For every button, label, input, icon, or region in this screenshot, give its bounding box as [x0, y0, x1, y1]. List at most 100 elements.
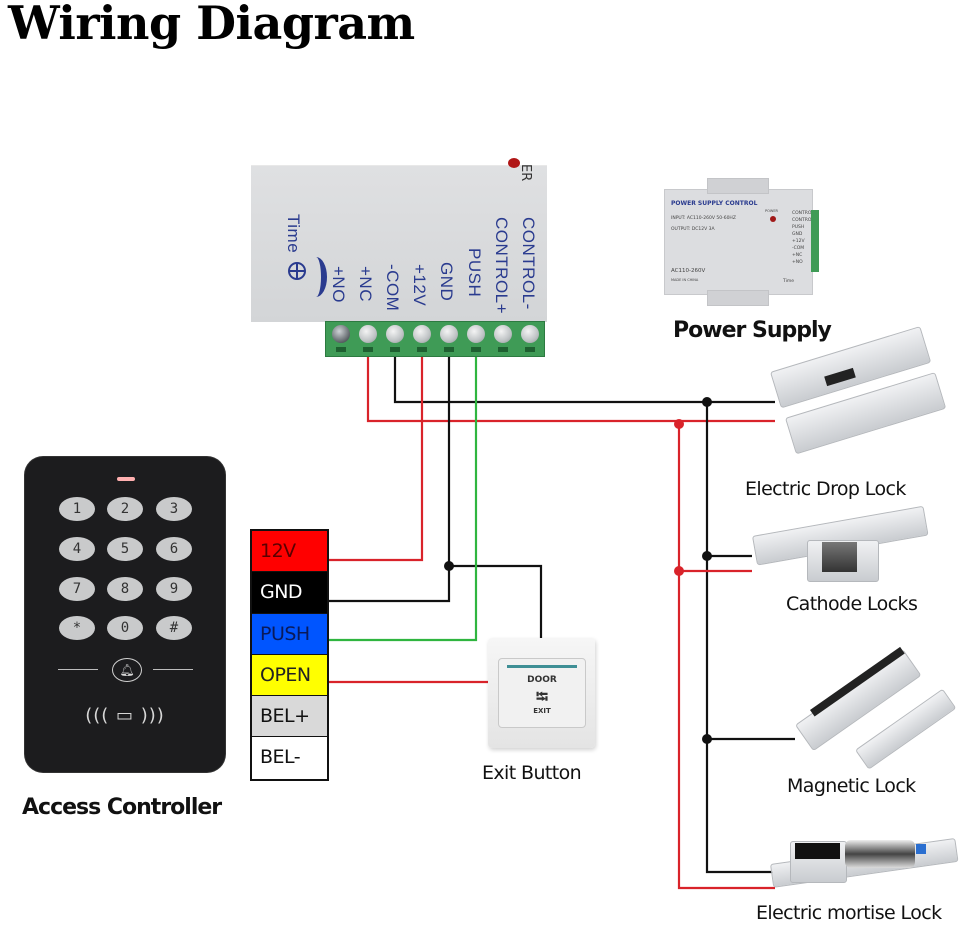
wire-gnd-black [329, 355, 451, 603]
psu-edge-label: ER [518, 164, 533, 182]
electric-drop-lock-label: Electric Drop Lock [745, 478, 906, 500]
terminal-slot [363, 347, 373, 352]
keypad-key[interactable]: * [59, 616, 95, 640]
screw-icon [467, 325, 485, 343]
exit-text: EXIT [533, 707, 551, 715]
junction-dot [702, 734, 712, 744]
psu-thumb-power: POWER [765, 209, 778, 213]
keypad-key[interactable]: 0 [107, 616, 143, 640]
screw-icon [359, 325, 377, 343]
keypad-key[interactable]: 8 [107, 577, 143, 601]
exit-button-device[interactable]: DOOR ⭾ EXIT [488, 638, 595, 748]
indicator-bar [507, 665, 577, 668]
terminal-label-gnd: GND [437, 262, 456, 302]
psu-thumb-terminal: +NC [792, 253, 803, 258]
keypad-key[interactable]: 1 [59, 497, 95, 521]
magnetic-lock-image [795, 646, 957, 770]
terminal-slot [444, 347, 454, 352]
keypad-key[interactable]: 9 [156, 577, 192, 601]
power-supply-thumbnail: POWER SUPPLY CONTROL INPUT: AC110-260V 5… [664, 178, 818, 306]
access-controller-keypad: 1 2 3 4 5 6 7 8 9 * 0 # 🔔︎ ((( ▭ ))) [25, 457, 225, 772]
status-led-icon [117, 477, 135, 481]
time-adjust-knob-icon [288, 262, 306, 280]
electric-mortise-lock-label: Electric mortise Lock [756, 902, 942, 924]
bell-icon[interactable]: 🔔︎ [112, 658, 142, 682]
terminal-label-12v: +12V [410, 264, 429, 307]
keypad-key[interactable]: 4 [59, 537, 95, 561]
wire-com-black [393, 355, 775, 404]
psu-thumb-time: Time [783, 279, 795, 284]
screw-icon [413, 325, 431, 343]
cathode-lock-image [752, 505, 929, 588]
pin-push: PUSH [252, 613, 327, 655]
power-supply-label: Power Supply [673, 318, 832, 343]
power-supply-closeup [251, 165, 547, 322]
pin-bel-minus: BEL- [252, 737, 327, 779]
psu-thumb-terminal-block [811, 210, 819, 272]
divider [153, 669, 193, 670]
power-led-icon [770, 216, 776, 222]
keypad-key[interactable]: 5 [107, 537, 143, 561]
screw-icon [386, 325, 404, 343]
time-arc-icon [305, 257, 327, 297]
pin-bel-plus: BEL+ [252, 696, 327, 738]
junction-dot [674, 566, 684, 576]
junction-dot [702, 397, 712, 407]
wire-gnd-exit-black [449, 564, 543, 638]
terminal-label-com: -COM [383, 264, 402, 312]
terminal-slot [336, 347, 346, 352]
junction-dot [444, 561, 454, 571]
terminal-slot [471, 347, 481, 352]
divider [58, 669, 98, 670]
screw-icon [494, 325, 512, 343]
wire-nc-red [366, 355, 775, 423]
keypad-key[interactable]: 6 [156, 537, 192, 561]
psu-thumb-terminal: CONTROL+ [792, 218, 818, 223]
pin-gnd: GND [252, 572, 327, 614]
exit-button-face: DOOR ⭾ EXIT [498, 658, 586, 728]
terminal-label-push: PUSH [465, 248, 484, 298]
access-controller-label: Access Controller [22, 795, 222, 820]
electric-mortise-lock-image [770, 826, 960, 896]
screw-icon [440, 325, 458, 343]
wire-push-green [329, 355, 478, 642]
terminal-label-no: +NO [329, 266, 348, 303]
psu-thumb-terminal: PUSH [792, 225, 805, 230]
terminal-label-control-plus: CONTROL+ [492, 217, 511, 315]
electric-drop-lock-image [770, 326, 947, 462]
wire-red-bus [677, 424, 775, 890]
psu-thumb-title: POWER SUPPLY CONTROL [671, 200, 758, 207]
keypad-key[interactable]: 2 [107, 497, 143, 521]
terminal-block [325, 321, 545, 357]
screw-icon [521, 325, 539, 343]
exit-door-text: DOOR [527, 675, 557, 685]
keypad-key[interactable]: 3 [156, 497, 192, 521]
pin-12v: 12V [252, 531, 327, 573]
terminal-slot [525, 347, 535, 352]
psu-thumb-terminal: +12V [792, 239, 805, 244]
keypad-key[interactable]: 7 [59, 577, 95, 601]
psu-thumb-terminal: -COM [792, 246, 805, 251]
psu-thumb-output: OUTPUT: DC12V 3A [671, 227, 715, 232]
terminal-slot [390, 347, 400, 352]
mounting-tab [707, 178, 769, 194]
exit-button-label: Exit Button [482, 762, 582, 784]
wire-12v-red [329, 355, 424, 562]
psu-thumb-terminal: CONTROL- [792, 211, 816, 216]
keypad-key[interactable]: # [156, 616, 192, 640]
terminal-label-nc: +NC [356, 266, 375, 302]
time-label: Time [284, 214, 303, 254]
wire-black-bus [705, 402, 775, 874]
psu-thumb-input: INPUT: AC110-260V 50-60HZ [671, 216, 736, 221]
screw-icon [332, 325, 350, 343]
junction-dot [702, 551, 712, 561]
mounting-tab [707, 290, 769, 306]
psu-thumb-rating: AC110-260V [671, 268, 706, 274]
terminal-label-control-minus: CONTROL- [519, 217, 538, 310]
pin-open: OPEN [252, 654, 327, 697]
cathode-locks-label: Cathode Locks [786, 593, 918, 615]
power-led-icon [508, 158, 520, 168]
controller-pin-table: 12V GND PUSH OPEN BEL+ BEL- [250, 529, 329, 781]
psu-thumb-terminal: +NO [792, 260, 803, 265]
